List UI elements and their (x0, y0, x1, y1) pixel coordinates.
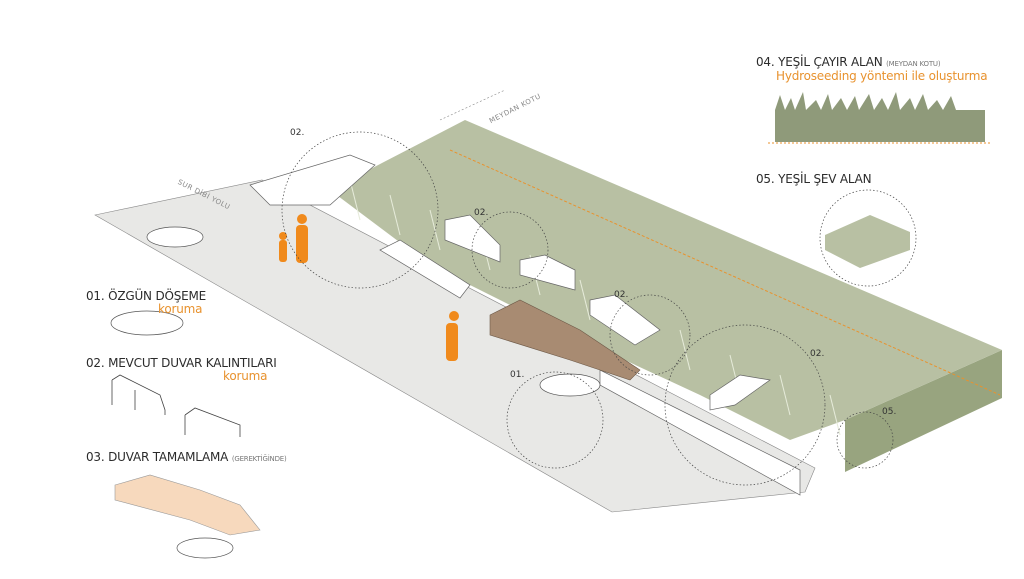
paving-patch (539, 373, 601, 397)
legend-03-note: (GEREKTİĞİNDE) (231, 455, 287, 463)
human-figures (279, 214, 459, 361)
wall-remnant (709, 374, 771, 411)
legend-wall-icons (111, 374, 241, 437)
legend-slope-circle (819, 189, 917, 287)
wall-remnant (444, 214, 501, 263)
callout-02: 02. (614, 290, 629, 300)
legend-05-title: 05. YEŞİL ŞEV ALAN (756, 172, 872, 186)
person-figure (279, 240, 287, 262)
wall-remnant (519, 254, 576, 291)
callout-02: 02. (290, 128, 305, 138)
person-figure (296, 225, 308, 263)
wall-remnant (379, 239, 471, 299)
wall-remnant (599, 369, 801, 496)
legend-03-title-text: 03. DUVAR TAMAMLAMA (86, 450, 229, 464)
callout-02: 02. (474, 208, 489, 218)
wall-completion (489, 299, 641, 381)
wall-remnant (589, 294, 661, 346)
callout-circle (281, 131, 439, 289)
legend-paving-icon (110, 310, 184, 336)
legend-wall-icon (184, 407, 241, 437)
legend-04-sub: Hydroseeding yöntemi ile oluşturma (776, 69, 988, 83)
callout-05: 05. (882, 407, 897, 417)
legend-completion-icon (114, 474, 261, 536)
wall-remnant (249, 154, 376, 206)
grass-illustration (768, 92, 992, 144)
callout-01: 01. (510, 370, 525, 380)
green-meadow (330, 120, 1002, 440)
legend-02-sub: koruma (223, 369, 268, 383)
legend-02-title: 02. MEVCUT DUVAR KALINTILARI (86, 356, 277, 370)
legend-01-sub: koruma (158, 302, 203, 316)
legend-04-title: 04. YEŞİL ÇAYIR ALAN (MEYDAN KOTU) (756, 55, 941, 69)
legend-03-title: 03. DUVAR TAMAMLAMA (GEREKTİĞİNDE) (86, 450, 287, 464)
original-paving (110, 226, 601, 559)
callout-circle (664, 324, 826, 486)
paving-patch (146, 226, 204, 248)
person-figure (449, 311, 459, 321)
slope-hatch (349, 179, 841, 436)
callout-circle (506, 371, 604, 469)
green-slab-side (845, 350, 1002, 472)
person-figure (446, 323, 458, 361)
legend-01-title: 01. ÖZGÜN DÖŞEME (86, 289, 207, 303)
meadow-level-line (449, 149, 1001, 396)
person-figure (297, 214, 307, 224)
wall-remnants (249, 154, 801, 496)
legend-slope-icon (825, 215, 910, 268)
callout-02: 02. (810, 349, 825, 359)
legend-paving-icon (176, 537, 234, 559)
callout-circle (609, 294, 691, 376)
callout-circle (836, 411, 894, 469)
callout-circle (471, 211, 549, 289)
legend-04-note: (MEYDAN KOTU) (886, 60, 941, 68)
person-figure (279, 232, 287, 240)
legend-04-title-text: 04. YEŞİL ÇAYIR ALAN (756, 55, 883, 69)
callout-circles (281, 131, 917, 486)
legend-wall-icon (111, 374, 166, 415)
